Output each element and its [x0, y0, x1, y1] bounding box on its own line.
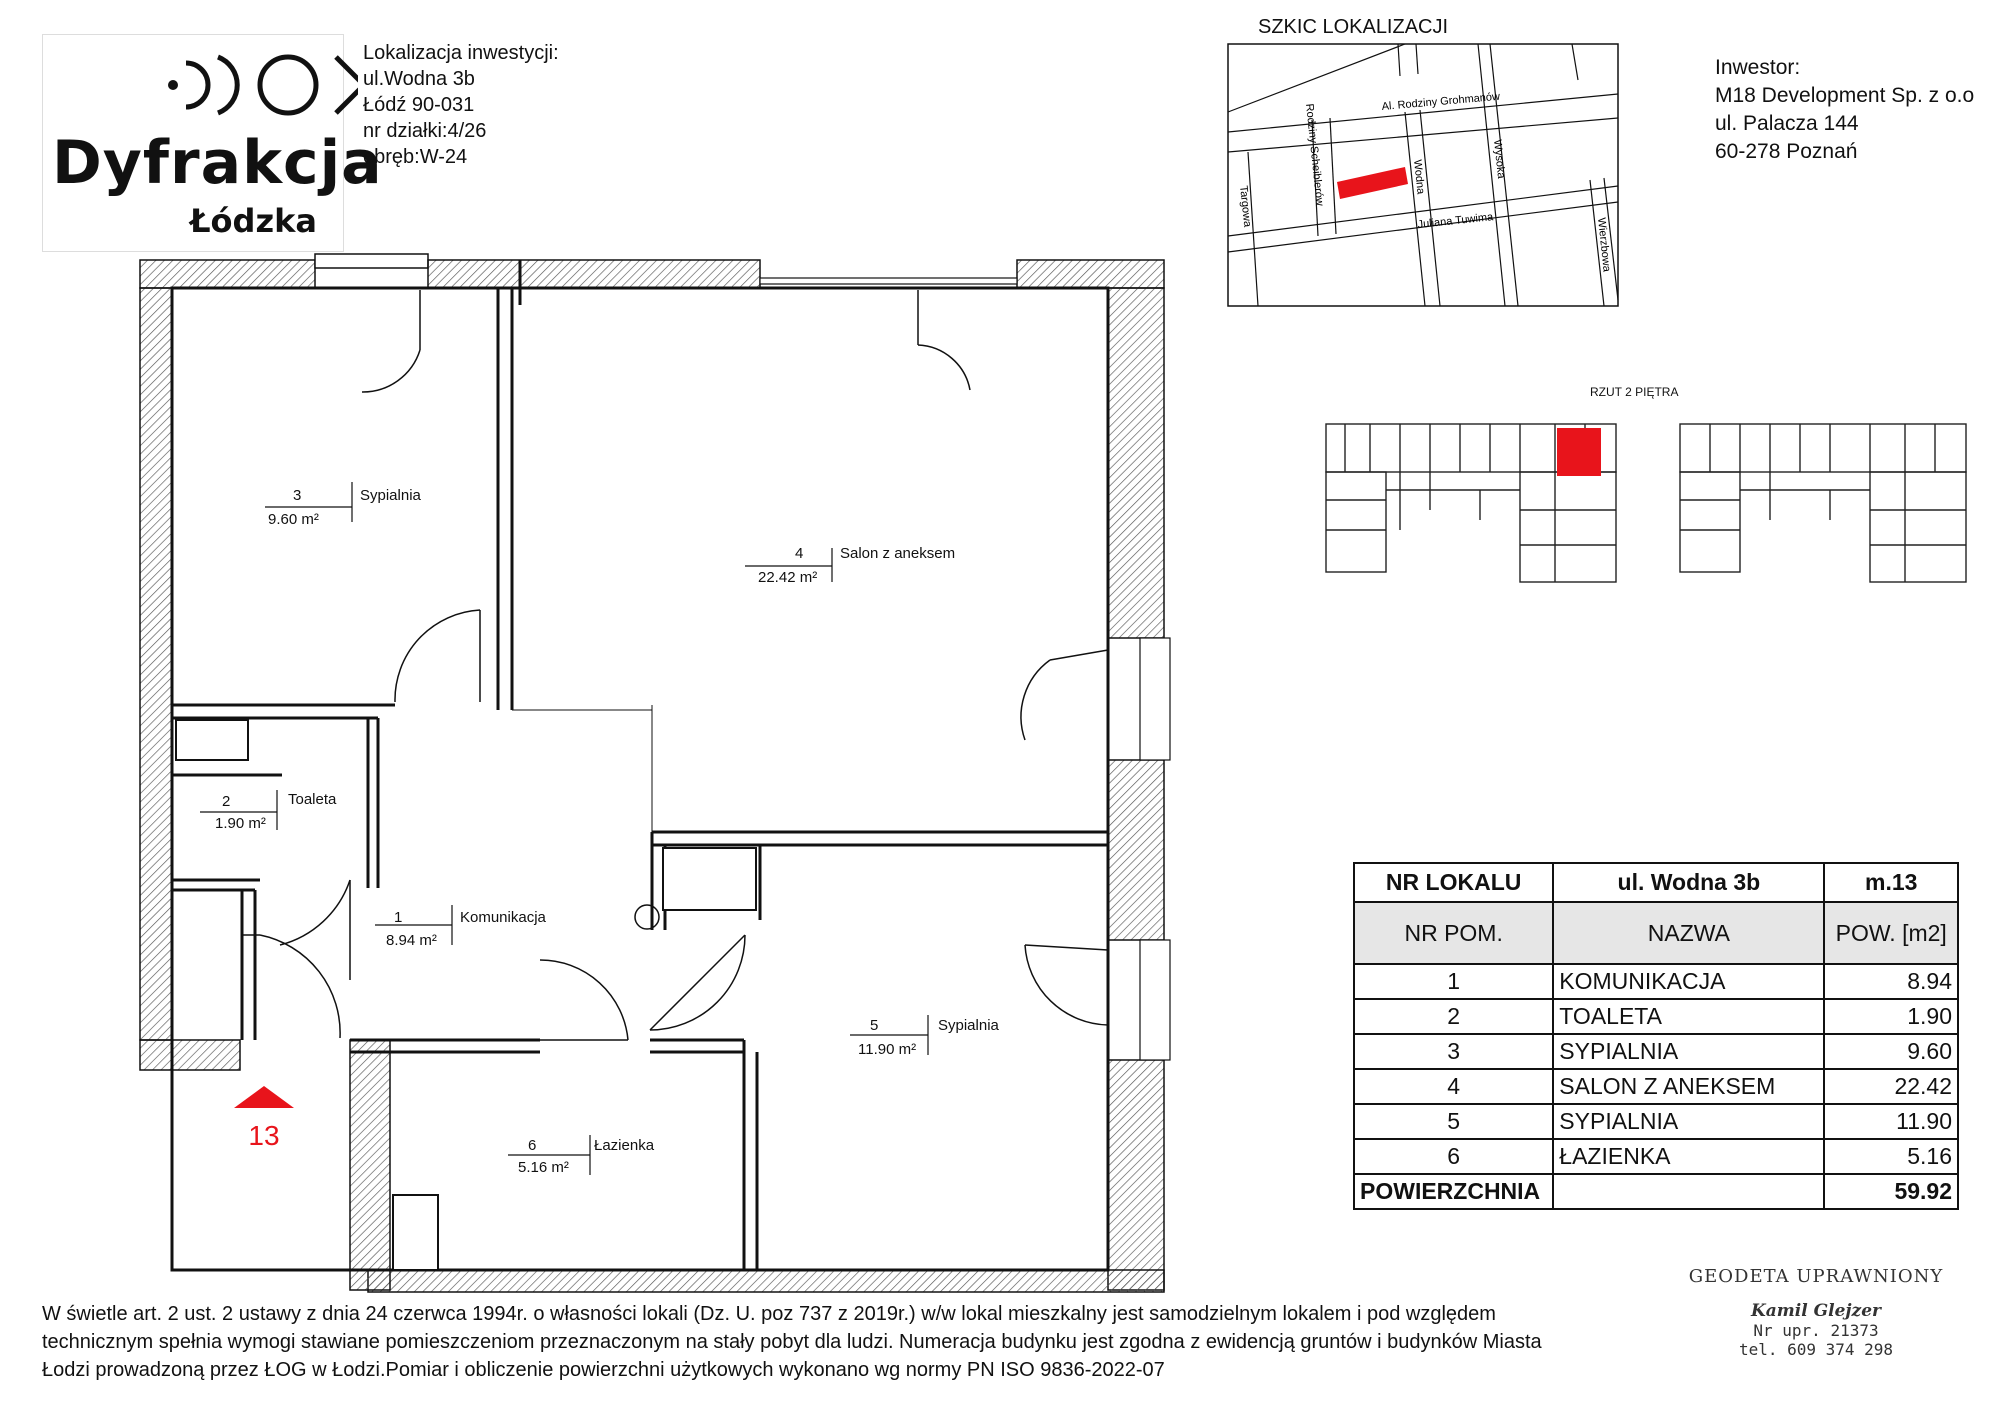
sketch-title: SZKIC LOKALIZACJI — [1258, 16, 1449, 38]
apartment-plan — [139, 253, 1171, 1293]
room-area-cell: 1.90 — [1823, 998, 1959, 1035]
footer-line: Łodzi prowadzoną przez ŁOG w Łodzi.Pomia… — [42, 1359, 1165, 1381]
location-heading: Lokalizacja inwestycji: — [363, 42, 559, 64]
location-sketch-map: Al. Rodziny Grohmanów Rodziny Scheibleró… — [1227, 43, 1619, 307]
logo-subtitle: Łódzka — [190, 202, 317, 240]
room-number-cell: 5 — [1352, 1103, 1555, 1140]
room-number: 4 — [795, 545, 803, 562]
room-name: Łazienka — [594, 1137, 655, 1154]
surveyor-stamp: GEODETA UPRAWNIONY Kamil Glejzer Nr upr.… — [1676, 1266, 1956, 1386]
street-label: Wierzbowa — [1595, 217, 1613, 273]
room-number: 3 — [293, 487, 301, 504]
table-row: 5 SYPIALNIA 11.90 — [1352, 1103, 1959, 1140]
table-column-header-row: NR POM. NAZWA POW. [m2] — [1352, 901, 1959, 965]
total-value-cell: 59.92 — [1823, 1173, 1959, 1210]
room-name: Sypialnia — [938, 1017, 1000, 1034]
investor-line: ul. Palacza 144 — [1715, 112, 1859, 135]
street-label: Wysoka — [1491, 139, 1507, 180]
location-line: obręb:W-24 — [363, 146, 468, 168]
room-number: 5 — [870, 1017, 878, 1034]
floor-plan-title: RZUT 2 PIĘTRA — [1590, 385, 1679, 399]
room-area-cell: 5.16 — [1823, 1138, 1959, 1175]
room-area-cell: 22.42 — [1823, 1068, 1959, 1105]
room-name: Komunikacja — [460, 909, 547, 926]
room-label-leaders — [200, 482, 929, 1175]
investor-line: M18 Development Sp. z o.o — [1715, 84, 1975, 107]
total-label-cell: POWIERZCHNIA — [1352, 1173, 1555, 1210]
room-number-cell: 2 — [1352, 998, 1555, 1035]
table-row: 6 ŁAZIENKA 5.16 — [1352, 1138, 1959, 1175]
investor-info: Inwestor: M18 Development Sp. z o.o ul. … — [1715, 54, 1974, 166]
room-area: 8.94 m² — [386, 932, 437, 949]
room-name: Toaleta — [288, 791, 337, 808]
room-area: 22.42 m² — [758, 569, 817, 586]
table-row: 2 TOALETA 1.90 — [1352, 998, 1959, 1035]
unit-number-cell: m.13 — [1823, 862, 1959, 903]
room-name-cell: SALON Z ANEKSEM — [1552, 1068, 1826, 1105]
building-location-marker — [1337, 167, 1408, 199]
logo-wordmark: Dyfrakcja — [52, 128, 383, 198]
column-header: NAZWA — [1552, 901, 1826, 965]
location-info: Lokalizacja inwestycji: ul.Wodna 3b Łódź… — [363, 40, 559, 170]
room-area-cell: 8.94 — [1823, 963, 1959, 1000]
investor-line: 60-278 Poznań — [1715, 140, 1858, 163]
room-number-cell: 3 — [1352, 1033, 1555, 1070]
location-line: nr działki:4/26 — [363, 120, 487, 142]
total-empty-cell — [1552, 1173, 1826, 1210]
room-number: 1 — [394, 909, 402, 926]
room-name: Salon z aneksem — [840, 545, 955, 562]
location-line: Łódź 90-031 — [363, 94, 475, 116]
room-area-cell: 9.60 — [1823, 1033, 1959, 1070]
table-header-row: NR LOKALU ul. Wodna 3b m.13 — [1352, 862, 1959, 903]
table-row: 3 SYPIALNIA 9.60 — [1352, 1033, 1959, 1070]
diffraction-logo-icon — [168, 54, 358, 116]
unit-address-cell: ul. Wodna 3b — [1552, 862, 1826, 903]
room-name-cell: SYPIALNIA — [1552, 1103, 1826, 1140]
room-name-cell: ŁAZIENKA — [1552, 1138, 1826, 1175]
table-row: 4 SALON Z ANEKSEM 22.42 — [1352, 1068, 1959, 1105]
room-number-cell: 4 — [1352, 1068, 1555, 1105]
room-area-table: NR LOKALU ul. Wodna 3b m.13 NR POM. NAZW… — [1352, 862, 1959, 1210]
legal-footer: W świetle art. 2 ust. 2 ustawy z dnia 24… — [42, 1300, 1672, 1384]
column-header: POW. [m2] — [1823, 901, 1959, 965]
street-label: Wodna — [1411, 159, 1427, 196]
room-name-cell: SYPIALNIA — [1552, 1033, 1826, 1070]
room-name-cell: KOMUNIKACJA — [1552, 963, 1826, 1000]
footer-line: technicznym spełnia wymogi stawiane pomi… — [42, 1331, 1542, 1353]
stamp-name: Kamil Glejzer — [1751, 1301, 1881, 1321]
room-number-cell: 6 — [1352, 1138, 1555, 1175]
entrance-triangle-icon — [234, 1086, 294, 1108]
room-area: 1.90 m² — [215, 815, 266, 832]
unit-label-cell: NR LOKALU — [1352, 862, 1555, 903]
room-area-cell: 11.90 — [1823, 1103, 1959, 1140]
room-number: 6 — [528, 1137, 536, 1154]
room-area: 11.90 m² — [858, 1041, 916, 1058]
room-name-cell: TOALETA — [1552, 998, 1826, 1035]
unit-number-marker: 13 — [248, 1120, 279, 1151]
room-name: Sypialnia — [360, 487, 422, 504]
stamp-phone: tel. 609 374 298 — [1738, 1340, 1894, 1359]
street-label: Targowa — [1237, 185, 1253, 228]
location-line: ul.Wodna 3b — [363, 68, 475, 90]
stamp-title: GEODETA UPRAWNIONY — [1688, 1266, 1944, 1287]
unit-highlight-marker — [1557, 428, 1601, 476]
stamp-license: Nr upr. 21373 — [1753, 1321, 1879, 1340]
footer-line: W świetle art. 2 ust. 2 ustawy z dnia 24… — [42, 1303, 1496, 1325]
room-area: 9.60 m² — [268, 511, 319, 528]
table-total-row: POWIERZCHNIA 59.92 — [1352, 1173, 1959, 1210]
room-number-cell: 1 — [1352, 963, 1555, 1000]
investor-heading: Inwestor: — [1715, 56, 1801, 79]
floor-overview-plan — [1325, 423, 1967, 583]
table-row: 1 KOMUNIKACJA 8.94 — [1352, 963, 1959, 1000]
column-header: NR POM. — [1352, 901, 1555, 965]
room-area: 5.16 m² — [518, 1159, 569, 1176]
logo — [42, 34, 358, 252]
room-number: 2 — [222, 793, 230, 810]
